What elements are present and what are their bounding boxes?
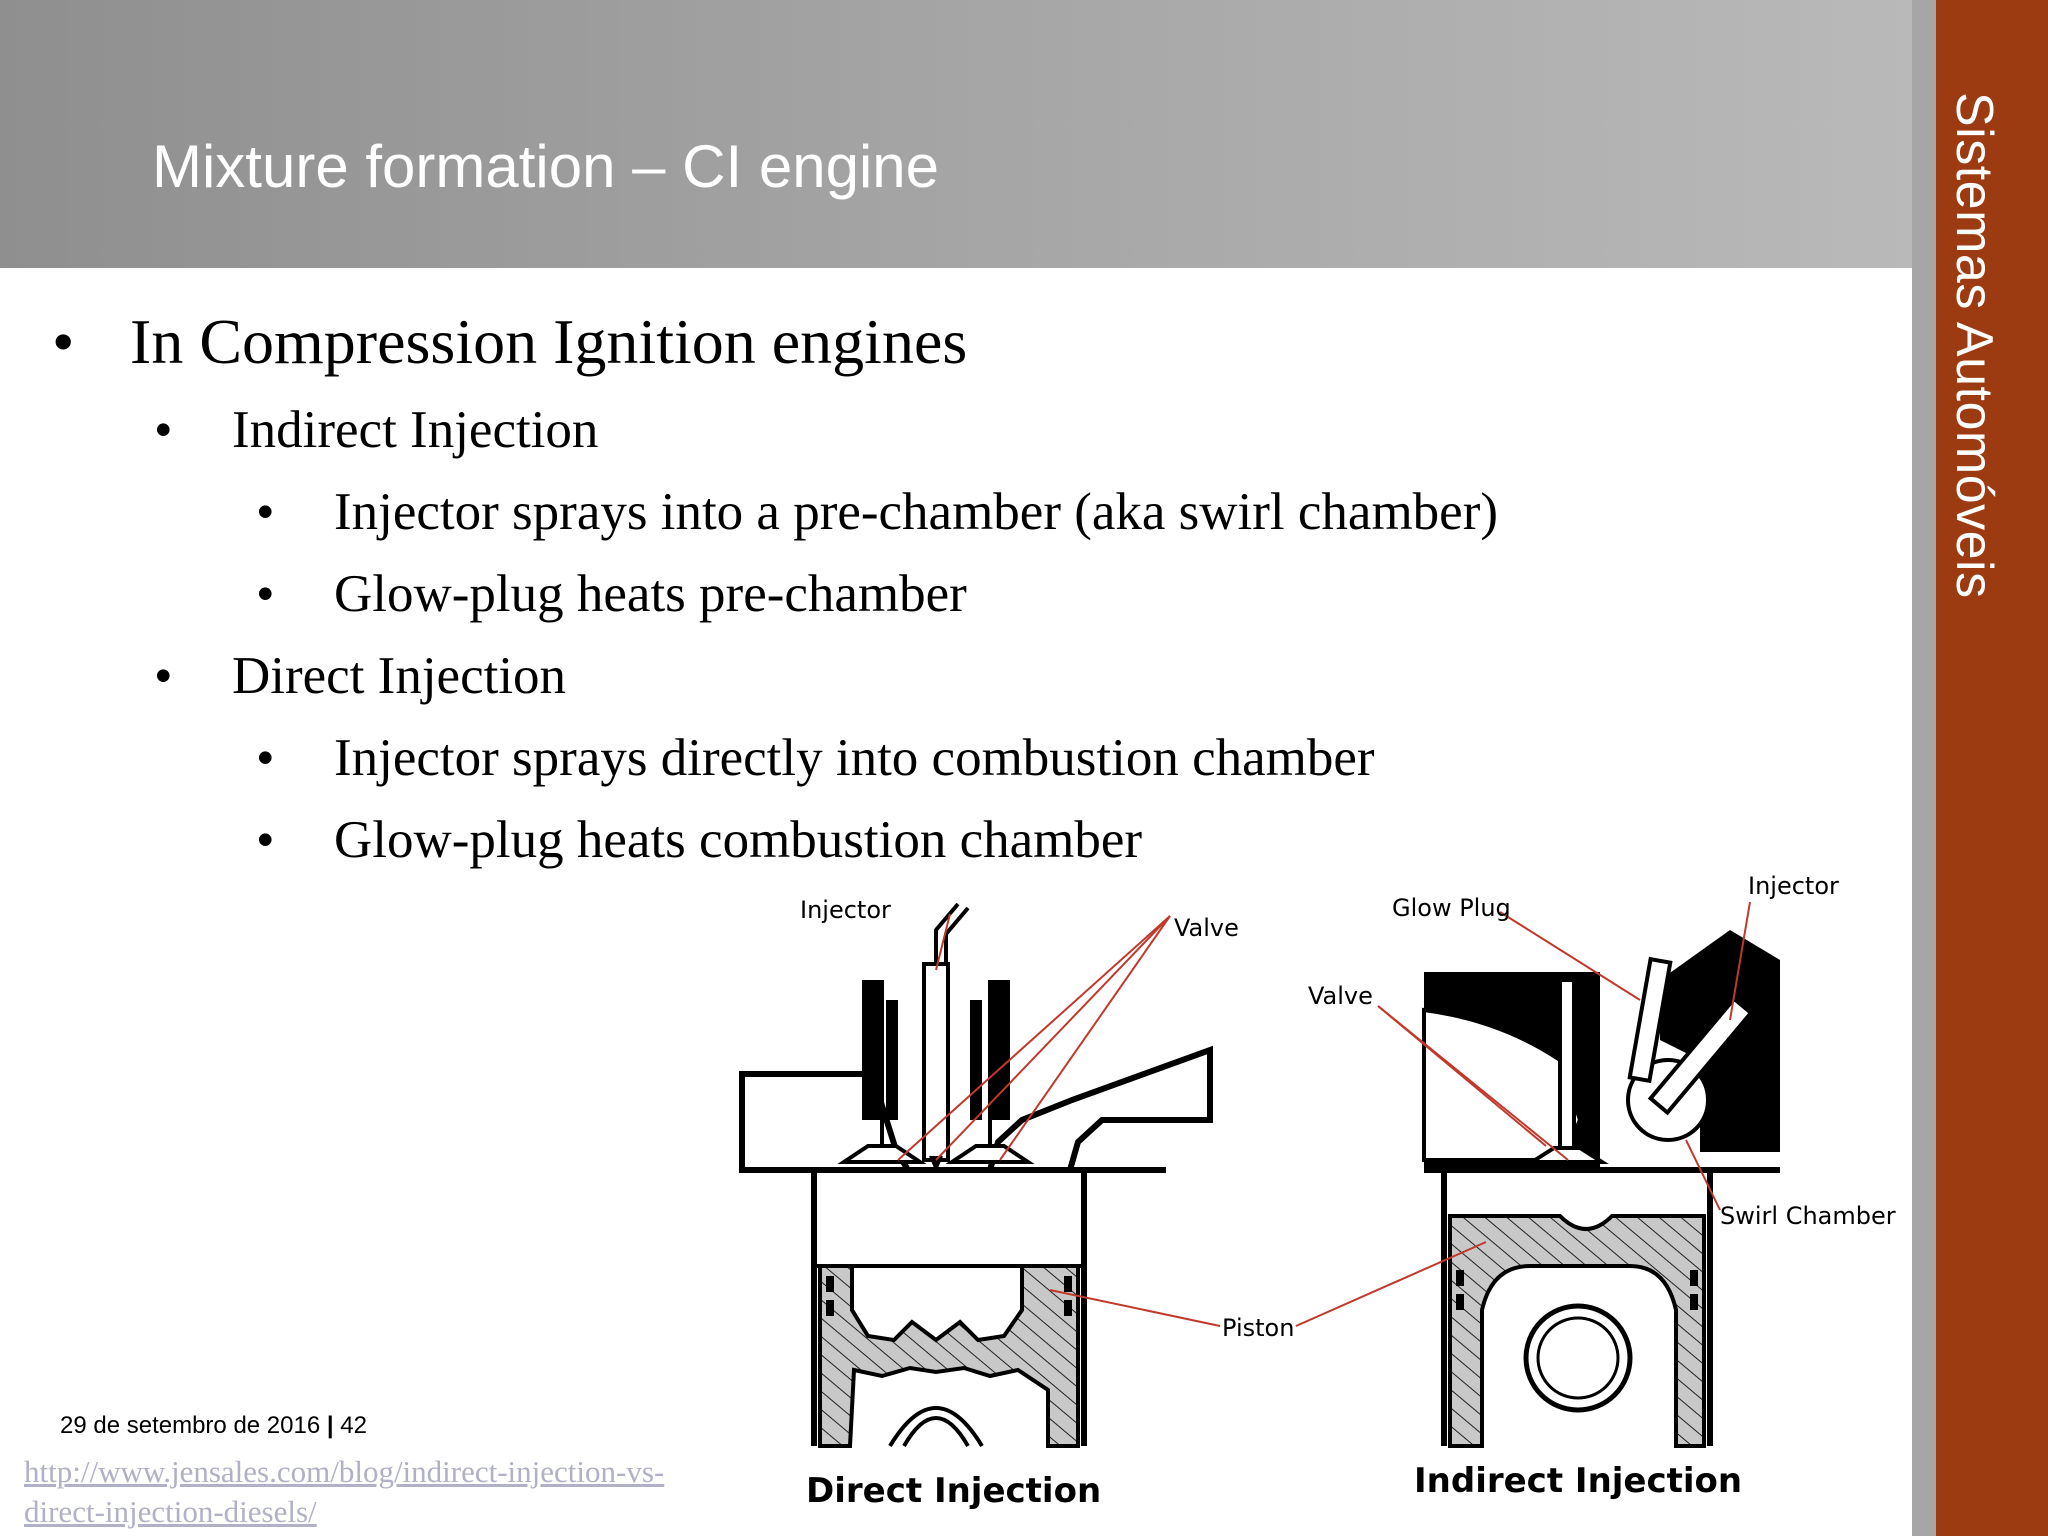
exhaust-port-right — [986, 1045, 1213, 1173]
label-piston: Piston — [1222, 1314, 1295, 1342]
bullet-list: • In Compression Ignition engines • Indi… — [52, 306, 1499, 869]
bullet-dot: • — [256, 483, 275, 541]
header-bar: Mixture formation – CI engine — [0, 0, 1912, 268]
bullet-text: Indirect Injection — [232, 401, 599, 459]
bullet-text: Glow-plug heats pre-chamber — [334, 565, 967, 623]
label-injector-left: Injector — [800, 896, 891, 924]
bullet-dot: • — [154, 647, 173, 705]
bullet-text: Injector sprays directly into combustion… — [334, 729, 1375, 787]
label-valve-right: Valve — [1308, 982, 1373, 1010]
bullet-dot: • — [256, 811, 275, 869]
caption-direct-injection: Direct Injection — [806, 1471, 1102, 1511]
bullet-dot: • — [256, 729, 275, 787]
bullet-dot: • — [256, 565, 275, 623]
label-injector-right: Injector — [1748, 872, 1839, 900]
side-title: Sistemas Automóveis — [1945, 92, 2003, 599]
slide-title: Mixture formation – CI engine — [152, 133, 940, 200]
bullet-text: Injector sprays into a pre-chamber (aka … — [334, 483, 1499, 541]
engine-diagram: Injector Valve Glow Plug Injector Valve … — [700, 870, 1912, 1536]
bullet-text: Direct Injection — [232, 647, 567, 705]
date-text: 29 de setembro de 2016 — [60, 1412, 321, 1439]
bullet-dot: • — [154, 401, 173, 459]
footer-date: 29 de setembro de 2016 | 42 — [60, 1412, 367, 1440]
caption-indirect-injection: Indirect Injection — [1414, 1461, 1743, 1501]
engine-drawing — [739, 901, 1780, 1448]
side-divider — [1912, 0, 1936, 1536]
direct-injection-engine — [739, 902, 1213, 1448]
piston-right — [1448, 1214, 1706, 1448]
label-glow-plug: Glow Plug — [1392, 894, 1511, 922]
bullet-text: Glow-plug heats combustion chamber — [334, 811, 1143, 869]
side-bar — [1936, 0, 2048, 1536]
label-swirl-chamber: Swirl Chamber — [1720, 1202, 1896, 1230]
label-valve-left: Valve — [1174, 914, 1239, 942]
page-number: 42 — [340, 1412, 367, 1439]
indirect-injection-engine — [1422, 930, 1780, 1448]
footer-separator: | — [326, 1412, 334, 1439]
source-link[interactable]: http://www.jensales.com/blog/indirect-in… — [24, 1454, 665, 1529]
bullet-dot: • — [52, 306, 75, 377]
leader-lines — [897, 901, 1751, 1327]
bullet-text: In Compression Ignition engines — [130, 306, 968, 377]
